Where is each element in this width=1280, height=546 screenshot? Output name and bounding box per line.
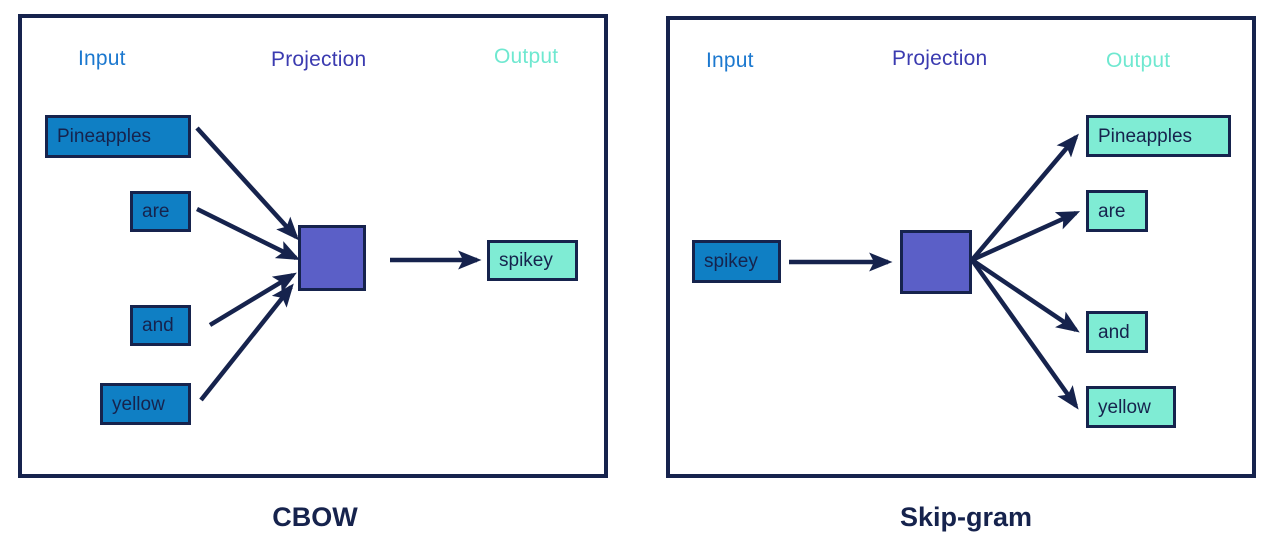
cbow-input-box-and[interactable]: and — [130, 305, 191, 346]
skip-output-box-and[interactable]: and — [1086, 311, 1148, 353]
cbow-input-box-yellow[interactable]: yellow — [100, 383, 191, 425]
skip-input-box-spikey[interactable]: spikey — [692, 240, 781, 283]
cbow-header-input: Input — [78, 47, 126, 70]
cbow-input-box-are[interactable]: are — [130, 191, 191, 232]
skip-header-projection: Projection — [892, 47, 988, 70]
skip-output-box-are[interactable]: are — [1086, 190, 1148, 232]
caption-skip-gram: Skip-gram — [899, 502, 1033, 532]
cbow-output-box-spikey[interactable]: spikey — [487, 240, 578, 281]
skip-projection-box[interactable] — [900, 230, 972, 294]
skip-output-box-yellow[interactable]: yellow — [1086, 386, 1176, 428]
cbow-projection-box[interactable] — [298, 225, 366, 291]
cbow-input-box-pineapples[interactable]: Pineapples — [45, 115, 191, 158]
cbow-header-output: Output — [494, 45, 559, 68]
cbow-header-projection: Projection — [271, 48, 367, 71]
skip-header-output: Output — [1106, 49, 1171, 72]
skip-header-input: Input — [706, 49, 754, 72]
caption-cbow: CBOW — [272, 502, 358, 532]
skip-output-box-pineapples[interactable]: Pineapples — [1086, 115, 1231, 157]
